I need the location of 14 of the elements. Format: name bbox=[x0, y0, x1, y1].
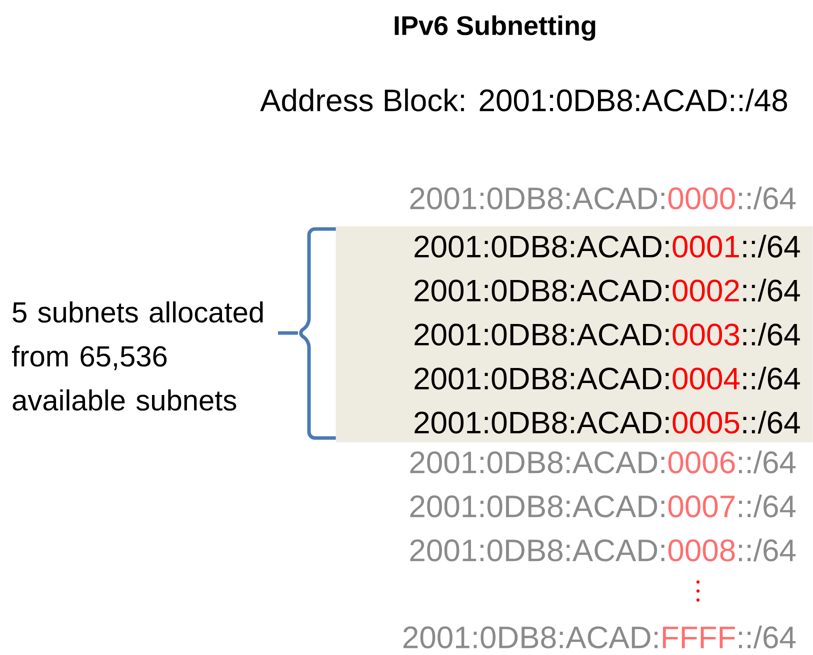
address-text: 2001:0DB8:ACAD:0006::/64 bbox=[410, 450, 796, 474]
address-text: 2001:0DB8:ACAD:0007::/64 bbox=[410, 494, 796, 518]
address-text: 2001:0DB8:ACAD:0002::/64 bbox=[414, 278, 800, 302]
highlight-band bbox=[336, 226, 813, 442]
title: IPv6 Subnetting bbox=[394, 15, 596, 41]
address-text: 2001:0DB8:ACAD:0004::/64 bbox=[414, 366, 800, 390]
address-block-label: Address Block: 2001:0DB8:ACAD::/48 bbox=[260, 88, 788, 112]
address-text: 2001:0DB8:ACAD:0005::/64 bbox=[414, 410, 800, 434]
address-text: 2001:0DB8:ACAD:0000::/64 bbox=[410, 186, 796, 210]
address-text: 2001:0DB8:ACAD:0001::/64 bbox=[414, 234, 800, 258]
address-text: 2001:0DB8:ACAD: FFFF::/64 bbox=[404, 626, 796, 648]
address-text: 2001:0DB8:ACAD:0008::/64 bbox=[410, 538, 796, 562]
address-text: 2001:0DB8:ACAD:0003::/64 bbox=[414, 322, 800, 346]
note-text: 5 subnets allocated from 65,536 available subnets bbox=[12, 301, 263, 411]
